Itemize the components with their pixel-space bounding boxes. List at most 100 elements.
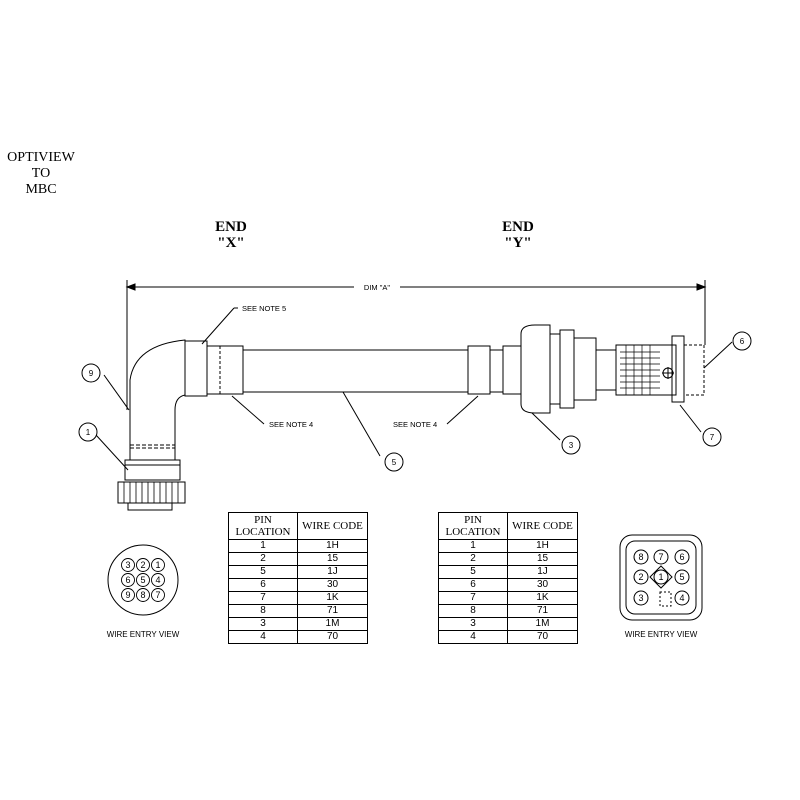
pin-label: 9: [125, 590, 130, 600]
keying-diamond: [649, 565, 673, 589]
pin-label: 1: [658, 572, 663, 582]
pin-location-cell: 1: [228, 539, 298, 553]
pin-circle: [136, 588, 150, 602]
pin-location-cell: 5: [438, 565, 508, 579]
wire-code-cell: 1M: [507, 617, 578, 631]
title-line-1: OPTIVIEW: [7, 150, 75, 165]
leader-callout-5: [342, 391, 381, 457]
wire-code-cell: 1K: [507, 591, 578, 605]
see-note-4-left-text: SEE NOTE 4: [269, 420, 313, 429]
pin-circle: [633, 549, 649, 565]
see-note-4-right-text: SEE NOTE 4: [393, 420, 437, 429]
pin-location-cell: 4: [228, 630, 298, 644]
pin-label: 8: [638, 552, 643, 562]
knurled-ring: [117, 481, 186, 504]
title-line-2: TO: [31, 166, 51, 181]
heat-shrink-left: [206, 345, 244, 395]
wire-code-cell: 71: [297, 604, 368, 618]
pin-circle: [674, 569, 690, 585]
wire-code-cell: 1H: [297, 539, 368, 553]
wire-code-cell: 15: [297, 552, 368, 566]
wire-code-cell: 1M: [297, 617, 368, 631]
wire-code-cell: 71: [507, 604, 578, 618]
callout-6-text: 6: [740, 337, 745, 346]
pin-label: 7: [155, 590, 160, 600]
pin-circle: [136, 573, 150, 587]
see-note-5-text: SEE NOTE 5: [242, 304, 286, 313]
end-y-jam-nut: [559, 329, 575, 409]
pin-location-cell: 8: [438, 604, 508, 618]
callout-7-circle: [702, 427, 722, 447]
pin-label: 2: [638, 572, 643, 582]
pin-label: 3: [638, 593, 643, 603]
pin-location-cell: 7: [438, 591, 508, 605]
callout-3-text: 3: [569, 441, 574, 450]
wire-code-cell: 70: [297, 630, 368, 644]
leader-callout-9: [103, 374, 130, 411]
end-y-backshell: [520, 324, 551, 414]
callout-1-text: 1: [86, 428, 91, 437]
coupling-nut: [124, 459, 181, 481]
pin-location-cell: 4: [438, 630, 508, 644]
title-line-3: MBC: [25, 182, 57, 197]
pin-label: 5: [679, 572, 684, 582]
callout-3-circle: [561, 435, 581, 455]
end-x-flange: [184, 340, 208, 397]
pin-location-cell: 5: [228, 565, 298, 579]
pin-label: 6: [679, 552, 684, 562]
wire-entry-view-label-left: WIRE ENTRY VIEW: [106, 630, 180, 639]
pin-circle: [653, 549, 669, 565]
leader-callout-7: [679, 404, 702, 433]
callout-7-text: 7: [710, 433, 715, 442]
wire-code-cell: 1H: [507, 539, 578, 553]
pin-location-cell: 6: [228, 578, 298, 592]
leader-callout-1: [95, 434, 129, 471]
dimension-text: DIM "A": [364, 283, 390, 292]
pin-circle: [151, 588, 165, 602]
pin-location-cell: 2: [438, 552, 508, 566]
end-y-receptacle: [615, 344, 677, 396]
callout-6-circle: [732, 331, 752, 351]
pin-location-cell: 8: [228, 604, 298, 618]
pin-location-cell: 3: [228, 617, 298, 631]
wire-code-cell: 1K: [297, 591, 368, 605]
wire-entry-view-label-right: WIRE ENTRY VIEW: [624, 630, 698, 639]
diagram-title: OPTIVIEW TO MBC: [6, 150, 76, 198]
pin-circle: [151, 558, 165, 572]
wire-code-cell: 70: [507, 630, 578, 644]
leader-see-note-4-right: [446, 395, 479, 425]
pin-circle: [633, 569, 649, 585]
pin-circle: [653, 569, 669, 585]
pin-location-cell: 1: [438, 539, 508, 553]
pin-label: 4: [155, 575, 160, 585]
pin-circle: [121, 588, 135, 602]
callout-9-circle: [81, 363, 101, 383]
wire-code-cell: 15: [507, 552, 578, 566]
pin-label: 1: [155, 560, 160, 570]
pin-location-cell: 2: [228, 552, 298, 566]
leader-see-note-4-left: [231, 395, 265, 425]
callout-1-circle: [78, 422, 98, 442]
pin-circle: [121, 573, 135, 587]
end-y-label: END "Y": [502, 219, 534, 251]
